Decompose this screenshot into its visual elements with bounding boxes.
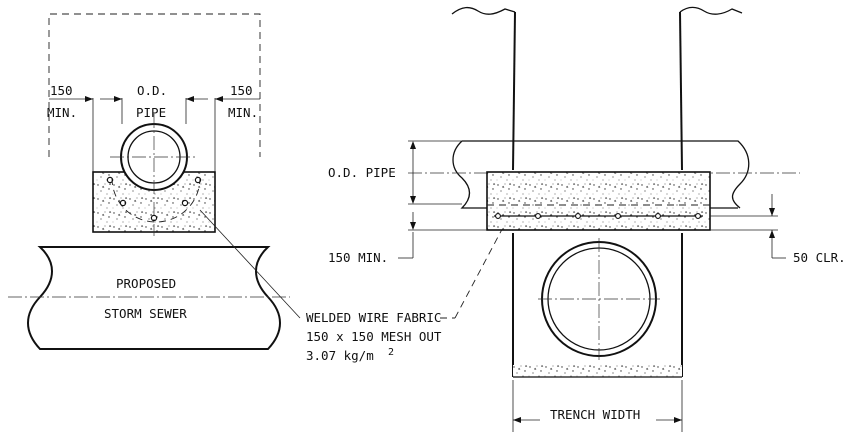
arrow (513, 417, 521, 423)
break-line-right (679, 6, 743, 15)
callout-line-1: WELDED WIRE FABRIC (306, 310, 441, 325)
od-pipe-label: O.D. PIPE (328, 165, 396, 180)
arrow (410, 141, 416, 149)
leader-line-right (454, 217, 509, 319)
dim-mid-od: O.D. (137, 83, 167, 98)
arrow (769, 208, 775, 216)
storm-sewer-pipe (27, 246, 281, 350)
arrow (410, 222, 416, 230)
rebar-dots (106, 176, 202, 222)
clr-50-label: 50 CLR. (793, 250, 846, 265)
min-150-label: 150 MIN. (328, 250, 388, 265)
dimension-150-left (49, 96, 93, 102)
storm-sewer-label-2: STORM SEWER (104, 306, 187, 321)
break-line-left (451, 6, 516, 15)
callout-line-3: 3.07 kg/m (306, 348, 374, 363)
arrow (410, 196, 416, 204)
trench-wall-left (512, 11, 516, 171)
concrete-encasement (486, 171, 711, 231)
pipe-bedding (513, 365, 682, 377)
dim-left-value: 150 (50, 83, 73, 98)
trench-label-bg (540, 407, 656, 423)
right-elevation-view: O.D. PIPE 150 MIN. 50 CLR. TRENCH WIDTH (328, 6, 846, 432)
rebar-dots-right (495, 213, 701, 219)
dim-right-value: 150 (230, 83, 253, 98)
dim-left-min: MIN. (47, 105, 77, 120)
welded-wire-fabric-callout: WELDED WIRE FABRIC 150 x 150 MESH OUT 3.… (199, 209, 509, 363)
dimension-od-pipe (100, 96, 208, 102)
storm-sewer-label-1: PROPOSED (116, 276, 176, 291)
leader-line-left (199, 209, 301, 319)
left-trench-outline (48, 13, 261, 157)
callout-exponent: 2 (388, 347, 394, 358)
crossing-pipe-side (452, 140, 750, 209)
dim-mid-pipe: PIPE (136, 105, 166, 120)
left-section-view: 150 MIN. O.D. PIPE 150 MIN. PROPOSED STO… (8, 13, 290, 350)
callout-line-2: 150 x 150 MESH OUT (306, 329, 442, 344)
arrow (674, 417, 682, 423)
trench-width-label: TRENCH WIDTH (550, 407, 640, 422)
arrow (769, 230, 775, 238)
trench-wall-right (679, 11, 683, 171)
dim-right-min: MIN. (228, 105, 258, 120)
dimension-150-right (215, 96, 260, 102)
